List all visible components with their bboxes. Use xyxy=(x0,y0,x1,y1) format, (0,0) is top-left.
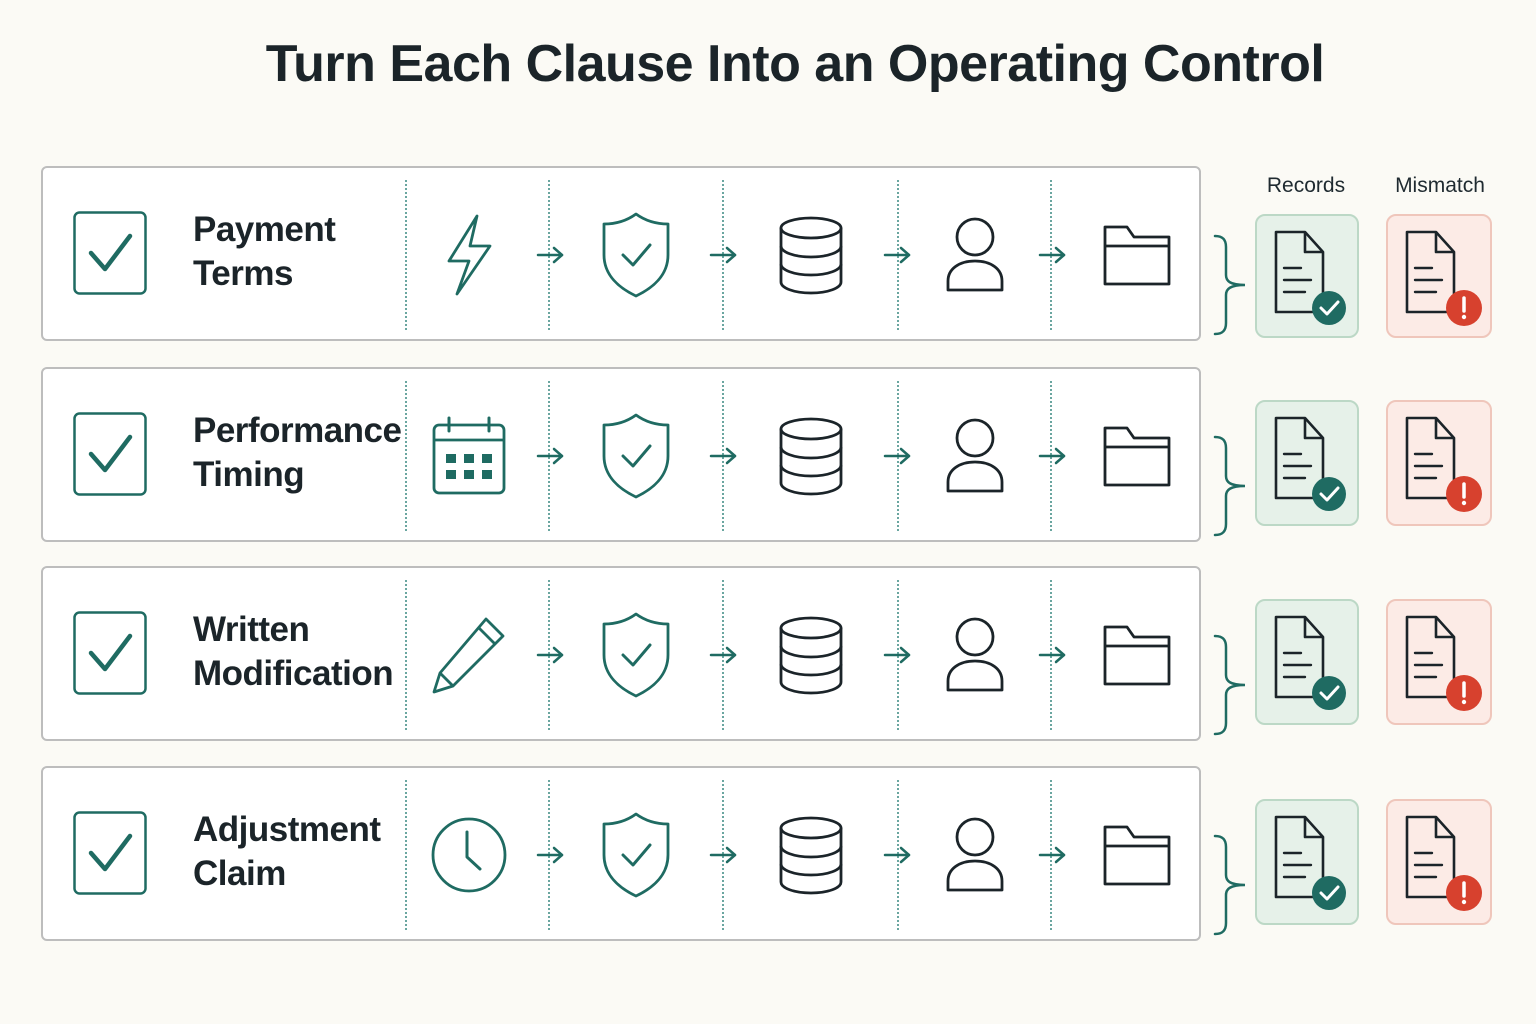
database-icon xyxy=(778,215,844,300)
document-check-icon xyxy=(1274,615,1346,710)
dotted-divider xyxy=(405,580,407,730)
folder-icon xyxy=(1102,622,1172,693)
mismatch-card[interactable] xyxy=(1386,400,1492,526)
document-check-icon xyxy=(1274,815,1346,910)
dotted-divider xyxy=(405,180,407,330)
clause-label-line2: Modification xyxy=(193,654,394,693)
mismatch-column-header: Mismatch xyxy=(1395,174,1485,197)
document-check-icon xyxy=(1274,416,1346,511)
document-alert-icon xyxy=(1405,416,1482,512)
arrow-right-icon xyxy=(883,245,913,265)
clause-label-line2: Terms xyxy=(193,254,293,293)
arrow-right-icon xyxy=(883,446,913,466)
shield-check-icon xyxy=(601,611,671,704)
document-alert-icon xyxy=(1405,230,1482,326)
checkbox-icon[interactable] xyxy=(73,211,147,295)
document-alert-icon xyxy=(1405,815,1482,911)
arrow-right-icon xyxy=(1038,645,1068,665)
record-match-card[interactable] xyxy=(1255,214,1359,338)
clause-label-line1: Payment xyxy=(193,210,336,249)
mismatch-card[interactable] xyxy=(1386,599,1492,725)
calendar-icon xyxy=(432,416,506,501)
arrow-right-icon xyxy=(1038,446,1068,466)
checkbox-icon[interactable] xyxy=(73,811,147,895)
arrow-right-icon xyxy=(536,645,566,665)
bracket-icon xyxy=(1212,833,1248,937)
arrow-right-icon xyxy=(709,245,739,265)
clause-label-line1: Performance xyxy=(193,411,402,450)
clause-label-line1: Adjustment xyxy=(193,810,381,849)
arrow-right-icon xyxy=(883,845,913,865)
bracket-icon xyxy=(1212,633,1248,737)
arrow-right-icon xyxy=(1038,845,1068,865)
arrow-right-icon xyxy=(709,645,739,665)
clock-icon xyxy=(430,816,508,899)
database-icon xyxy=(778,416,844,501)
arrow-right-icon xyxy=(536,245,566,265)
lightning-icon xyxy=(441,213,497,302)
clause-label-line2: Claim xyxy=(193,854,286,893)
bracket-icon xyxy=(1212,233,1248,337)
clause-label-line2: Timing xyxy=(193,455,305,494)
record-match-card[interactable] xyxy=(1255,799,1359,925)
document-alert-icon xyxy=(1405,615,1482,711)
record-match-card[interactable] xyxy=(1255,599,1359,725)
record-match-card[interactable] xyxy=(1255,400,1359,526)
arrow-right-icon xyxy=(536,845,566,865)
folder-icon xyxy=(1102,822,1172,893)
checkbox-icon[interactable] xyxy=(73,412,147,496)
database-icon xyxy=(778,615,844,700)
page-title: Turn Each Clause Into an Operating Contr… xyxy=(265,35,1325,93)
mismatch-card[interactable] xyxy=(1386,214,1492,338)
user-icon xyxy=(945,617,1005,698)
arrow-right-icon xyxy=(709,446,739,466)
checkbox-icon[interactable] xyxy=(73,611,147,695)
clause-label-line1: Written xyxy=(193,610,310,649)
user-icon xyxy=(945,418,1005,499)
mismatch-card[interactable] xyxy=(1386,799,1492,925)
shield-check-icon xyxy=(601,211,671,304)
arrow-right-icon xyxy=(536,446,566,466)
arrow-right-icon xyxy=(1038,245,1068,265)
pencil-icon xyxy=(431,615,507,700)
shield-check-icon xyxy=(601,811,671,904)
database-icon xyxy=(778,815,844,900)
dotted-divider xyxy=(405,381,407,531)
dotted-divider xyxy=(405,780,407,930)
arrow-right-icon xyxy=(709,845,739,865)
shield-check-icon xyxy=(601,412,671,505)
document-check-icon xyxy=(1274,230,1346,325)
user-icon xyxy=(945,817,1005,898)
arrow-right-icon xyxy=(883,645,913,665)
user-icon xyxy=(945,217,1005,298)
folder-icon xyxy=(1102,423,1172,494)
bracket-icon xyxy=(1212,434,1248,538)
folder-icon xyxy=(1102,222,1172,293)
records-column-header: Records xyxy=(1266,174,1346,197)
